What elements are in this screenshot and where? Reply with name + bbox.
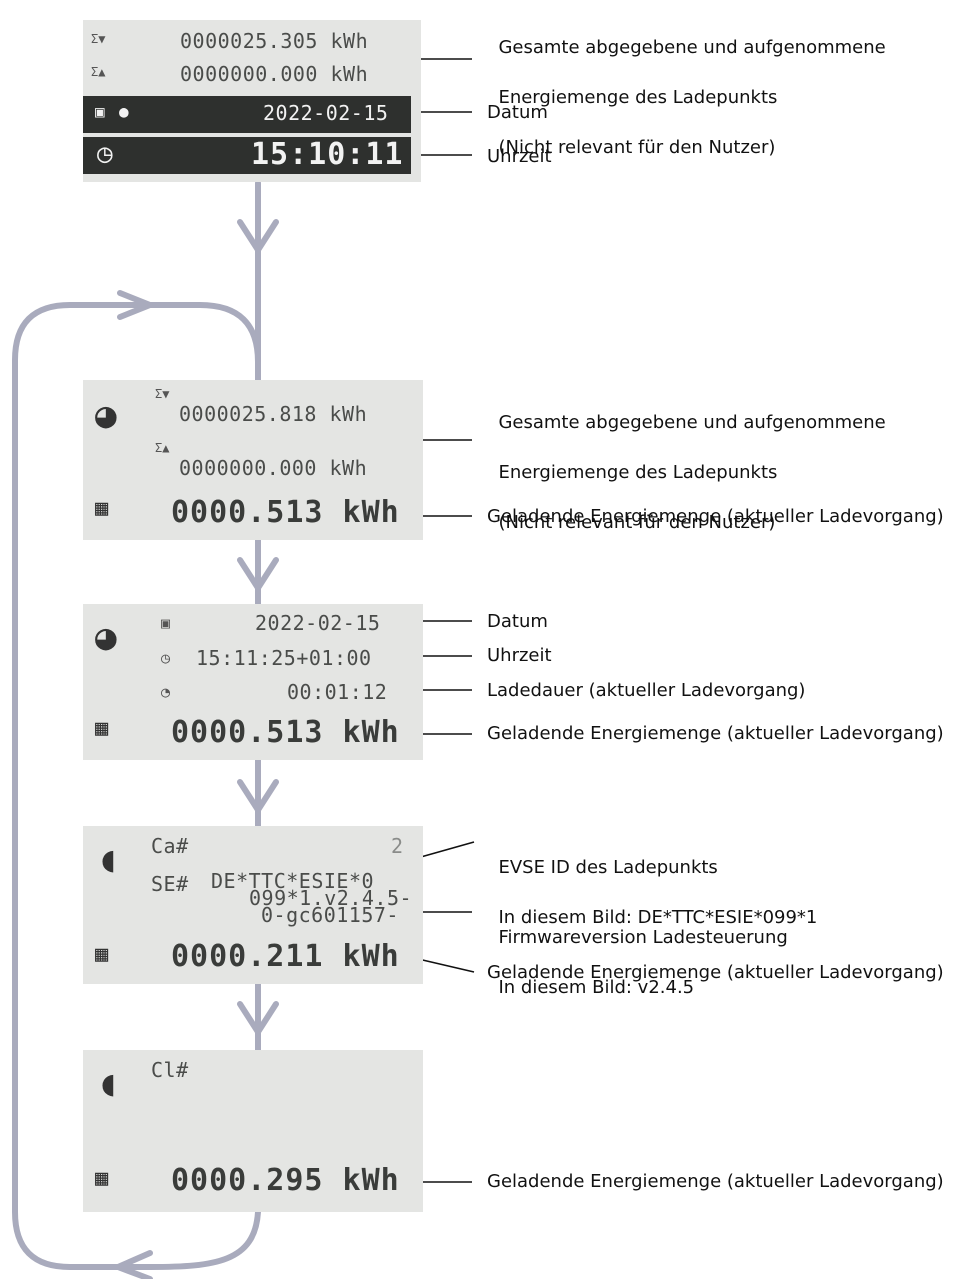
- pie-chart-icon: ◖: [97, 839, 119, 880]
- label-total-energy-line-3: (Nicht relevant für den Nutzer): [498, 137, 776, 158]
- arrow-head-down-4: [237, 1001, 279, 1035]
- se-line-2: 099*1.v2.4.5-: [249, 886, 413, 910]
- label-duration-3: Ladedauer (aktueller Ladevorgang): [487, 680, 806, 701]
- sigma-export-icon: Σ▼: [91, 32, 106, 46]
- arrow-head-down-2: [237, 557, 279, 591]
- time-value: 15:11:25+01:00: [196, 646, 372, 670]
- sigma-export-icon: Σ▼: [155, 387, 170, 401]
- label-total-energy-1: Gesamte abgegebene und aufgenommene Ener…: [487, 10, 886, 160]
- calendar-icon: ▣: [161, 614, 171, 632]
- duration-icon: ◔: [161, 683, 171, 701]
- se-line-3: 0-gc601157-: [261, 903, 399, 927]
- label-evse-line-1: EVSE ID des Ladepunkts: [498, 857, 718, 878]
- time-value: 15:10:11: [251, 137, 404, 172]
- lcd-screen-ids: ◖ Ca# 2 SE# DE*TTC*ESIE*0 099*1.v2.4.5- …: [83, 826, 423, 984]
- duration-value: 00:01:12: [287, 680, 388, 704]
- total-out-value: 0000025.818 kWh: [179, 402, 368, 426]
- info-icon: ●: [119, 102, 129, 121]
- label-firmware-line-1: Firmwareversion Ladesteuerung: [498, 927, 788, 948]
- sigma-import-icon: Σ▲: [91, 65, 106, 79]
- label-evse-line-2: In diesem Bild: DE*TTC*ESIE*099*1: [498, 907, 818, 928]
- battery-charge-icon: ▦: [95, 716, 109, 741]
- ca-value: 2: [391, 834, 404, 858]
- label-time-3: Uhrzeit: [487, 645, 552, 666]
- label-firmware-line-2: In diesem Bild: v2.4.5: [498, 977, 695, 998]
- label-firmware: Firmwareversion Ladesteuerung In diesem …: [487, 900, 788, 1000]
- clock-icon: ◷: [161, 649, 171, 667]
- label-charged-energy-2: Geladende Energiemenge (aktueller Ladevo…: [487, 506, 944, 527]
- label-evse: EVSE ID des Ladepunkts In diesem Bild: D…: [487, 830, 817, 930]
- se-label: SE#: [151, 872, 189, 896]
- sigma-import-icon: Σ▲: [155, 441, 170, 455]
- label-total-energy-line-2: Energiemenge des Ladepunkts: [498, 87, 778, 108]
- loop-arrow-head-right: [117, 290, 153, 320]
- label-total-energy-line-1: Gesamte abgegebene und aufgenommene: [498, 412, 886, 433]
- battery-charge-icon: ▦: [95, 496, 109, 521]
- label-total-energy-line-3: (Nicht relevant für den Nutzer): [498, 512, 776, 533]
- lcd-screen-session-time: ◕ ▣ 2022-02-15 ◷ 15:11:25+01:00 ◔ 00:01:…: [83, 604, 423, 760]
- battery-charge-icon: ▦: [95, 942, 109, 967]
- date-value: 2022-02-15: [263, 101, 389, 125]
- charged-energy-value: 0000.295 kWh: [171, 1163, 400, 1198]
- loop-arrow-head-left: [115, 1250, 153, 1279]
- label-date-1: Datum: [487, 102, 548, 123]
- lcd-screen-cl: ◖ Cl# ▦ 0000.295 kWh: [83, 1050, 423, 1212]
- arrow-head-down-3: [237, 779, 279, 813]
- se-line-1: DE*TTC*ESIE*0: [211, 869, 375, 893]
- loop-back-path: [12, 302, 261, 1270]
- charged-energy-value: 0000.211 kWh: [171, 939, 400, 974]
- battery-charge-icon: ▦: [95, 1166, 109, 1191]
- time-band: [83, 137, 411, 174]
- label-total-energy-line-1: Gesamte abgegebene und aufgenommene: [498, 37, 886, 58]
- label-total-energy-line-2: Energiemenge des Ladepunkts: [498, 462, 778, 483]
- charging-cycle-icon: ◕: [95, 395, 117, 436]
- charging-cycle-icon: ◕: [95, 617, 117, 658]
- label-total-energy-2: Gesamte abgegebene und aufgenommene Ener…: [487, 385, 886, 535]
- date-value: 2022-02-15: [255, 611, 381, 635]
- calendar-icon: ▣: [95, 102, 105, 121]
- total-in-value: 0000000.000 kWh: [180, 62, 369, 86]
- total-in-value: 0000000.000 kWh: [179, 456, 368, 480]
- arrow-head-down-1: [237, 219, 279, 253]
- clock-icon: ◷: [97, 139, 113, 169]
- cl-label: Cl#: [151, 1058, 189, 1082]
- label-date-3: Datum: [487, 611, 548, 632]
- total-out-value: 0000025.305 kWh: [180, 29, 369, 53]
- charged-energy-value: 0000.513 kWh: [171, 495, 400, 530]
- lcd-screen-totals: Σ▼ 0000025.305 kWh Σ▲ 0000000.000 kWh ▣ …: [83, 20, 421, 182]
- label-charged-energy-5: Geladende Energiemenge (aktueller Ladevo…: [487, 1171, 944, 1192]
- date-band: [83, 96, 411, 133]
- label-time-1: Uhrzeit: [487, 146, 552, 167]
- ca-label: Ca#: [151, 834, 189, 858]
- lcd-screen-energy-totals: ◕ Σ▼ 0000025.818 kWh Σ▲ 0000000.000 kWh …: [83, 380, 423, 540]
- label-charged-energy-4: Geladende Energiemenge (aktueller Ladevo…: [487, 962, 944, 983]
- label-charged-energy-3: Geladende Energiemenge (aktueller Ladevo…: [487, 723, 944, 744]
- charged-energy-value: 0000.513 kWh: [171, 715, 400, 750]
- pie-chart-icon: ◖: [97, 1063, 119, 1104]
- leader-energy-4: [413, 957, 475, 973]
